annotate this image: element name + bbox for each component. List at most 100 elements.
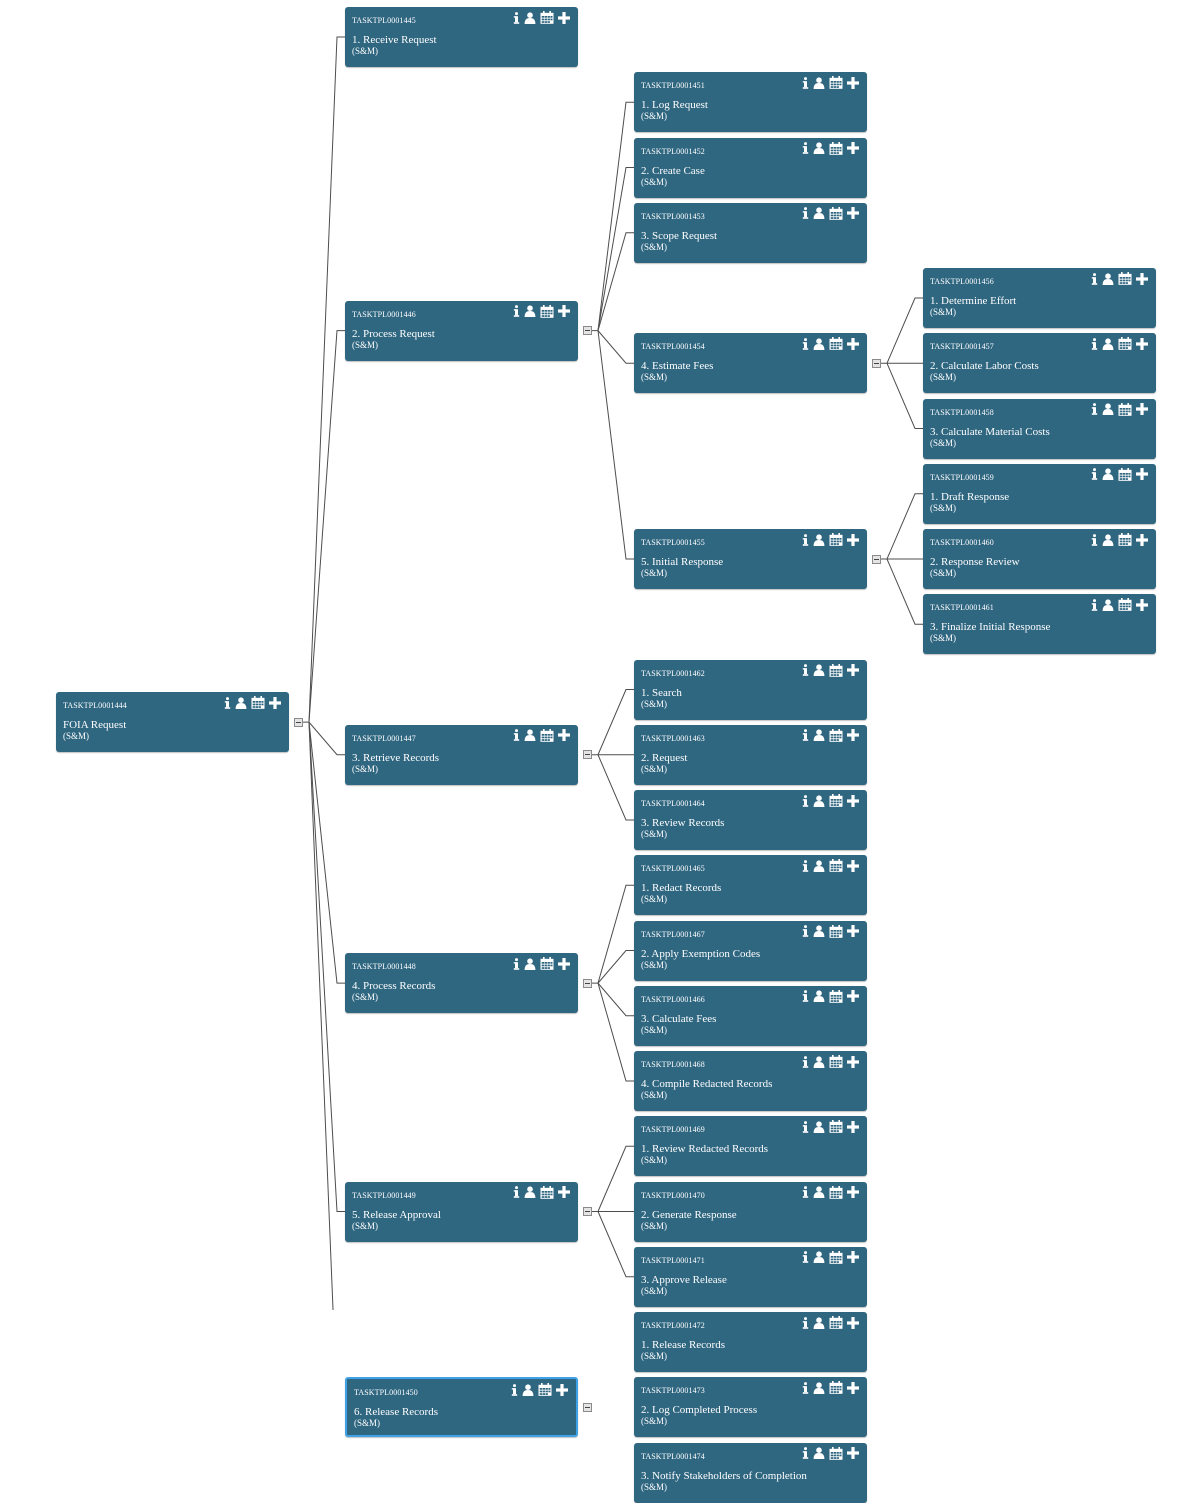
calendar-icon[interactable]: [540, 728, 554, 742]
task-node-tasktpl0001474[interactable]: TASKTPL0001474: [634, 1442, 867, 1503]
user-icon[interactable]: [813, 142, 825, 154]
info-icon[interactable]: [513, 729, 520, 742]
calendar-icon[interactable]: [829, 141, 843, 155]
task-node-tasktpl0001457[interactable]: TASKTPL0001457: [923, 333, 1156, 394]
plus-icon[interactable]: [847, 1447, 859, 1459]
task-node-tasktpl0001472[interactable]: TASKTPL0001472: [634, 1312, 867, 1372]
user-icon[interactable]: [813, 1251, 825, 1264]
calendar-icon[interactable]: [829, 1381, 843, 1395]
plus-icon[interactable]: [847, 337, 859, 350]
info-icon[interactable]: [1091, 598, 1098, 611]
task-node-tasktpl0001467[interactable]: TASKTPL0001467: [634, 920, 867, 981]
info-icon[interactable]: [802, 207, 809, 220]
collapse-toggle[interactable]: [872, 358, 881, 368]
info-icon[interactable]: [802, 1381, 809, 1394]
user-icon[interactable]: [813, 1121, 825, 1133]
plus-icon[interactable]: [847, 664, 859, 676]
user-icon[interactable]: [524, 305, 536, 318]
calendar-icon[interactable]: [538, 1383, 552, 1397]
task-node-tasktpl0001453[interactable]: TASKTPL0001453: [634, 202, 867, 263]
calendar-icon[interactable]: [829, 989, 843, 1003]
task-node-tasktpl0001460[interactable]: TASKTPL0001460: [923, 529, 1156, 589]
plus-icon[interactable]: [847, 729, 859, 742]
calendar-icon[interactable]: [1118, 598, 1132, 612]
calendar-icon[interactable]: [829, 206, 843, 220]
task-node-tasktpl0001465[interactable]: TASKTPL0001465: [634, 855, 867, 916]
plus-icon[interactable]: [847, 76, 859, 89]
plus-icon[interactable]: [847, 794, 859, 807]
calendar-icon[interactable]: [829, 1185, 843, 1199]
collapse-toggle[interactable]: [872, 554, 881, 564]
task-node-tasktpl0001450[interactable]: TASKTPL0001450: [345, 1377, 578, 1438]
info-icon[interactable]: [1091, 468, 1098, 481]
plus-icon[interactable]: [847, 925, 859, 937]
task-node-tasktpl0001446[interactable]: TASKTPL0001446: [345, 300, 578, 361]
task-node-tasktpl0001462[interactable]: TASKTPL0001462: [634, 659, 867, 720]
task-node-tasktpl0001447[interactable]: TASKTPL0001447: [345, 724, 578, 785]
task-node-tasktpl0001444[interactable]: TASKTPL0001444: [56, 692, 289, 753]
user-icon[interactable]: [813, 77, 825, 89]
info-icon[interactable]: [1091, 533, 1098, 546]
calendar-icon[interactable]: [540, 1185, 554, 1199]
info-icon[interactable]: [802, 142, 809, 154]
collapse-toggle[interactable]: [294, 717, 303, 727]
info-icon[interactable]: [224, 696, 231, 709]
user-icon[interactable]: [1102, 272, 1114, 285]
task-node-tasktpl0001448[interactable]: TASKTPL0001448: [345, 953, 578, 1014]
calendar-icon[interactable]: [829, 1446, 843, 1460]
info-icon[interactable]: [802, 859, 809, 872]
user-icon[interactable]: [813, 664, 825, 676]
task-node-tasktpl0001454[interactable]: TASKTPL0001454: [634, 333, 867, 394]
task-node-tasktpl0001456[interactable]: TASKTPL0001456: [923, 268, 1156, 328]
user-icon[interactable]: [1102, 403, 1114, 415]
user-icon[interactable]: [235, 697, 247, 709]
info-icon[interactable]: [513, 1186, 520, 1198]
task-node-tasktpl0001451[interactable]: TASKTPL0001451: [634, 72, 867, 133]
calendar-icon[interactable]: [829, 794, 843, 807]
calendar-icon[interactable]: [1118, 402, 1132, 416]
plus-icon[interactable]: [847, 859, 859, 872]
task-node-tasktpl0001455[interactable]: TASKTPL0001455: [634, 529, 867, 589]
user-icon[interactable]: [1102, 468, 1114, 481]
info-icon[interactable]: [1091, 403, 1098, 415]
plus-icon[interactable]: [847, 1186, 859, 1198]
info-icon[interactable]: [802, 1447, 809, 1459]
user-icon[interactable]: [813, 1055, 825, 1068]
user-icon[interactable]: [1102, 599, 1114, 611]
plus-icon[interactable]: [847, 990, 859, 1003]
user-icon[interactable]: [813, 533, 825, 546]
info-icon[interactable]: [802, 76, 809, 89]
user-icon[interactable]: [813, 925, 825, 937]
plus-icon[interactable]: [847, 1055, 859, 1068]
calendar-icon[interactable]: [829, 337, 843, 351]
plus-icon[interactable]: [1136, 337, 1148, 350]
user-icon[interactable]: [524, 1186, 536, 1198]
collapse-toggle[interactable]: [583, 1402, 592, 1412]
user-icon[interactable]: [1102, 533, 1114, 546]
user-icon[interactable]: [813, 1447, 825, 1459]
user-icon[interactable]: [813, 1316, 825, 1329]
task-node-tasktpl0001463[interactable]: TASKTPL0001463: [634, 724, 867, 785]
info-icon[interactable]: [802, 990, 809, 1003]
plus-icon[interactable]: [1136, 468, 1148, 481]
info-icon[interactable]: [513, 305, 520, 317]
user-icon[interactable]: [522, 1384, 534, 1396]
plus-icon[interactable]: [847, 533, 859, 546]
info-icon[interactable]: [802, 1251, 809, 1264]
info-icon[interactable]: [802, 794, 809, 807]
calendar-icon[interactable]: [829, 728, 843, 742]
user-icon[interactable]: [813, 794, 825, 807]
calendar-icon[interactable]: [829, 1055, 843, 1068]
user-icon[interactable]: [813, 860, 825, 872]
plus-icon[interactable]: [847, 142, 859, 154]
calendar-icon[interactable]: [829, 663, 843, 677]
user-icon[interactable]: [813, 1186, 825, 1198]
task-node-tasktpl0001449[interactable]: TASKTPL0001449: [345, 1181, 578, 1242]
info-icon[interactable]: [802, 1120, 809, 1133]
task-node-tasktpl0001461[interactable]: TASKTPL0001461: [923, 594, 1156, 655]
calendar-icon[interactable]: [829, 533, 843, 546]
info-icon[interactable]: [802, 337, 809, 350]
task-node-tasktpl0001459[interactable]: TASKTPL0001459: [923, 463, 1156, 524]
info-icon[interactable]: [802, 925, 809, 937]
collapse-toggle[interactable]: [583, 1207, 592, 1216]
